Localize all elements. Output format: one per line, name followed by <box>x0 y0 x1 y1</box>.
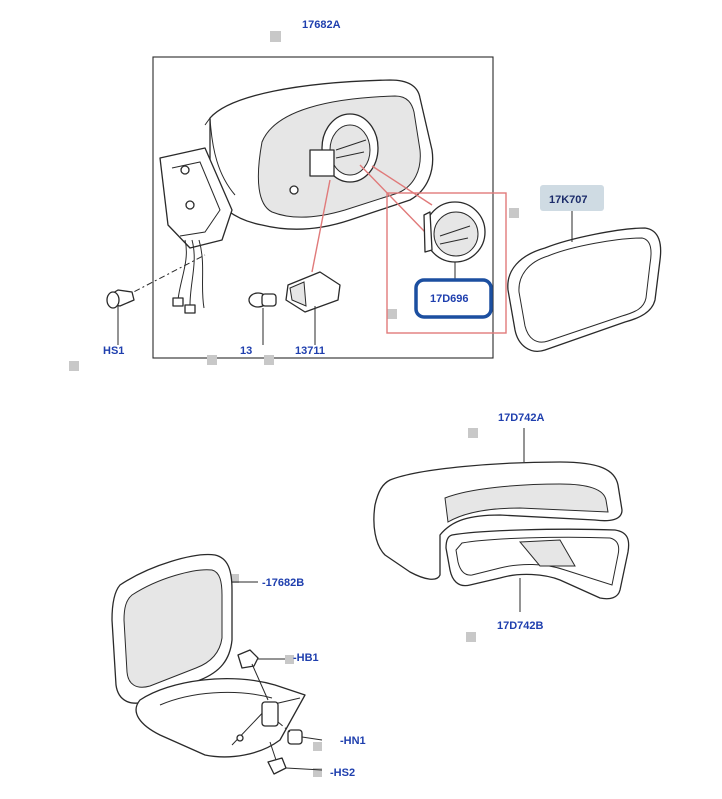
label-hb1: -HB1 <box>293 652 319 664</box>
ref-square <box>69 361 79 371</box>
ref-square <box>285 655 294 664</box>
ref-square <box>468 428 478 438</box>
ref-square <box>230 574 239 583</box>
label-17d742b: 17D742B <box>497 620 544 632</box>
screw-hs2 <box>267 741 323 775</box>
label-17k707: 17K707 <box>549 194 588 206</box>
label-17682b: -17682B <box>262 577 304 589</box>
mirror-housing <box>204 79 434 230</box>
ref-square <box>387 309 397 319</box>
ref-square <box>509 208 519 218</box>
ref-square <box>466 632 476 642</box>
bulb-13 <box>248 292 277 345</box>
label-13711: 13711 <box>295 345 325 357</box>
mounting-bracket <box>159 147 233 314</box>
cover-insert <box>445 528 630 612</box>
assembly-frame <box>152 56 494 359</box>
glass-tag <box>540 185 604 211</box>
ref-square <box>313 768 322 777</box>
ref-square <box>264 355 274 365</box>
ref-square <box>207 355 217 365</box>
motor-highlight <box>414 278 493 319</box>
ref-square <box>313 742 322 751</box>
nut-hn1 <box>277 721 323 745</box>
mirror-glass <box>507 210 662 352</box>
label-hs2: -HS2 <box>330 767 355 779</box>
mirror-base-housing <box>111 553 306 758</box>
label-17d696: 17D696 <box>430 293 469 305</box>
label-hn1: -HN1 <box>340 735 366 747</box>
highlight-box <box>386 192 507 334</box>
label-13: 13 <box>240 345 252 357</box>
mirror-cover <box>373 428 623 580</box>
ref-square <box>270 31 281 42</box>
label-17682a: 17682A <box>302 19 341 31</box>
label-17d742a: 17D742A <box>498 412 545 424</box>
screw-hs1 <box>106 254 206 345</box>
bolt-hb1 <box>237 649 285 701</box>
lamp-13711 <box>285 271 341 345</box>
mirror-motor <box>423 201 486 280</box>
label-hs1: HS1 <box>103 345 124 357</box>
